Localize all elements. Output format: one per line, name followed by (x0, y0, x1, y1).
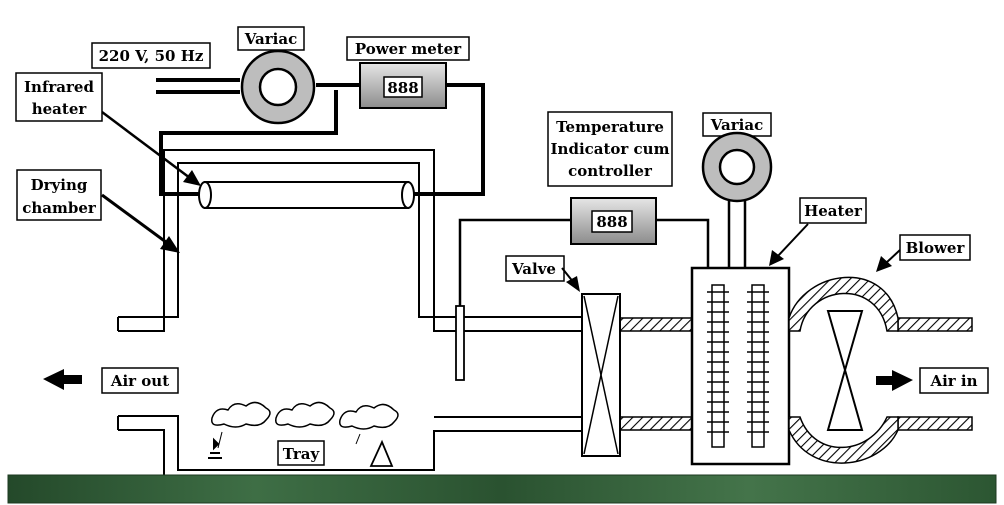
power-meter: Power meter 888 (346, 36, 470, 109)
infrared-heater-label: Infrared heater (15, 72, 201, 186)
power-wiring (156, 78, 485, 196)
temp-controller-text-1: Temperature (556, 118, 664, 136)
infrared-heater-text-2: heater (32, 100, 88, 118)
air-in-label: Air in (876, 367, 989, 394)
tray-stand-icon (369, 439, 394, 467)
supply-label: 220 V, 50 Hz (91, 42, 211, 69)
tray-support-icon (208, 437, 222, 459)
valve-label: Valve (505, 255, 580, 292)
duct-hatching (619, 317, 973, 431)
power-meter-display: 888 (387, 79, 418, 97)
drying-chamber-text-2: chamber (22, 199, 97, 217)
drying-chamber-label: Drying chamber (16, 169, 180, 253)
tray: Tray (208, 401, 399, 467)
temp-controller-text-2: Indicator cum (551, 140, 670, 158)
drying-chamber-text-1: Drying (31, 176, 88, 194)
air-out-label: Air out (43, 367, 179, 394)
air-out-arrow-icon (43, 369, 82, 390)
variac-right: Variac (701, 112, 773, 203)
blower (788, 276, 899, 464)
sample-cloud-1 (211, 401, 399, 430)
ground-strip (7, 474, 997, 504)
power-meter-label: Power meter (355, 40, 462, 58)
air-in-arrow-icon (876, 370, 913, 391)
air-duct (434, 316, 582, 432)
temperature-probe (455, 218, 571, 381)
air-in-text: Air in (929, 372, 977, 390)
blower-label: Blower (876, 234, 971, 272)
heater-text: Heater (804, 202, 863, 220)
heater-label: Heater (769, 197, 867, 266)
air-out-text: Air out (110, 372, 169, 390)
variac-top-label: Variac (244, 30, 297, 48)
variac-right-label: Variac (710, 116, 763, 134)
heater-wiring (656, 190, 747, 268)
blower-text: Blower (906, 239, 966, 257)
valve (581, 293, 621, 457)
temp-controller-display: 888 (596, 213, 627, 231)
tray-text: Tray (283, 445, 321, 463)
heater-unit (690, 266, 791, 466)
valve-text: Valve (511, 260, 556, 278)
temperature-controller: Temperature Indicator cum controller 888 (547, 111, 673, 245)
infrared-heater-tube (198, 181, 415, 209)
supply-text: 220 V, 50 Hz (99, 47, 204, 65)
variac-top: Variac (237, 26, 316, 125)
temp-controller-text-3: controller (568, 162, 653, 180)
infrared-heater-text-1: Infrared (24, 78, 94, 96)
